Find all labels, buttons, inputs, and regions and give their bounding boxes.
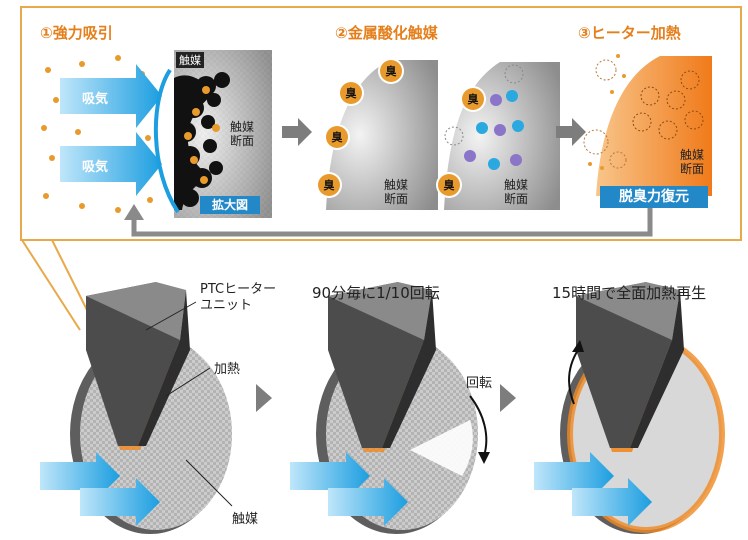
step-3-title: ③ヒーター加熱 <box>578 24 681 42</box>
catalyst-section-label-4: 触媒 断面 <box>680 148 705 176</box>
catalyst-label-bottom: 触媒 <box>232 512 259 527</box>
odor-molecule: 臭 <box>318 174 340 196</box>
catalyst-label: 触媒 <box>176 52 204 68</box>
heat-label: 加熱 <box>214 362 241 377</box>
intake-arrow-icon <box>60 64 162 128</box>
odor-molecule: 臭 <box>438 174 460 196</box>
odor-molecule: 臭 <box>340 82 362 104</box>
rotate-label: 回転 <box>466 376 493 391</box>
ptc-heater-label: PTCヒーター ユニット <box>200 282 277 313</box>
heater-unit-2 <box>290 282 490 534</box>
bottom-title-1: 90分毎に1/10回転 <box>312 284 440 302</box>
catalyst-section-label-2: 触媒 断面 <box>384 178 409 206</box>
catalyst-section-label-3: 触媒 断面 <box>504 178 529 206</box>
zoom-label: 拡大図 <box>200 196 260 214</box>
step-1-title: ①強力吸引 <box>40 24 113 42</box>
odor-molecule: 臭 <box>380 60 402 82</box>
step-2-title: ②金属酸化触媒 <box>335 24 438 42</box>
odor-molecule: 臭 <box>462 88 484 110</box>
heater-unit-1 <box>40 282 233 534</box>
intake-label-1: 吸気 <box>82 92 109 107</box>
heater-unit-3 <box>534 282 725 534</box>
intake-arrow-icon <box>60 132 162 196</box>
odor-molecule: 臭 <box>326 126 348 148</box>
bottom-title-2: 15時間で全面加熱再生 <box>552 284 707 302</box>
catalyst-section-label-1: 触媒 断面 <box>230 120 255 148</box>
intake-label-2: 吸気 <box>82 160 109 175</box>
restore-badge: 脱臭力復元 <box>600 186 708 208</box>
